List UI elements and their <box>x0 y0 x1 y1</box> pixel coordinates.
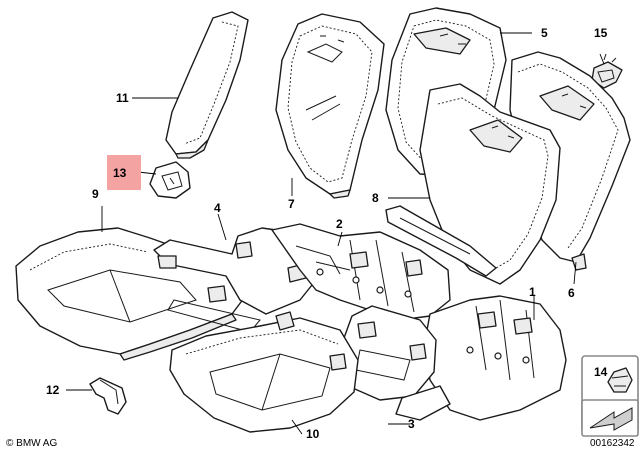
callout-6: 6 <box>568 286 575 300</box>
part-10-seat-cushion-front <box>169 311 359 433</box>
arrow-icon <box>589 407 633 431</box>
callout-2: 2 <box>336 217 343 231</box>
part-8-backrest-center-rear <box>385 83 561 285</box>
leader-lines <box>66 32 605 435</box>
callout-5: 5 <box>541 26 548 40</box>
copyright-text: © BMW AG <box>6 438 57 449</box>
callout-10: 10 <box>306 427 320 441</box>
part-15-clip <box>591 53 623 89</box>
callout-8: 8 <box>372 191 379 205</box>
callout-3: 3 <box>408 417 415 431</box>
drawing-number: 00162342 <box>590 438 635 449</box>
callout-11: 11 <box>116 91 129 105</box>
callout-13: 13 <box>113 166 127 180</box>
part-2-seat-base-frame <box>271 223 451 321</box>
part-3-cushion-frame <box>335 305 451 421</box>
callout-1: 1 <box>529 285 536 299</box>
callout-14: 14 <box>594 365 608 379</box>
part-7-backrest-center <box>275 13 385 199</box>
callout-15: 15 <box>594 26 608 40</box>
callout-9: 9 <box>92 187 99 201</box>
part-4-seat-frame <box>153 227 321 333</box>
callout-13-highlight <box>107 155 141 190</box>
callout-12: 12 <box>46 383 60 397</box>
part-1-rear-seat-frame <box>423 295 567 421</box>
part-13-armrest-cap <box>149 161 191 199</box>
callout-labels: 5 15 11 13 9 7 8 4 2 6 1 3 10 12 <box>46 26 608 441</box>
part-12-bracket <box>89 377 127 415</box>
part-11-side-bolster <box>165 11 249 159</box>
arrow-marker-inset <box>581 399 639 437</box>
callout-7: 7 <box>288 197 295 211</box>
callout-4: 4 <box>214 201 221 215</box>
